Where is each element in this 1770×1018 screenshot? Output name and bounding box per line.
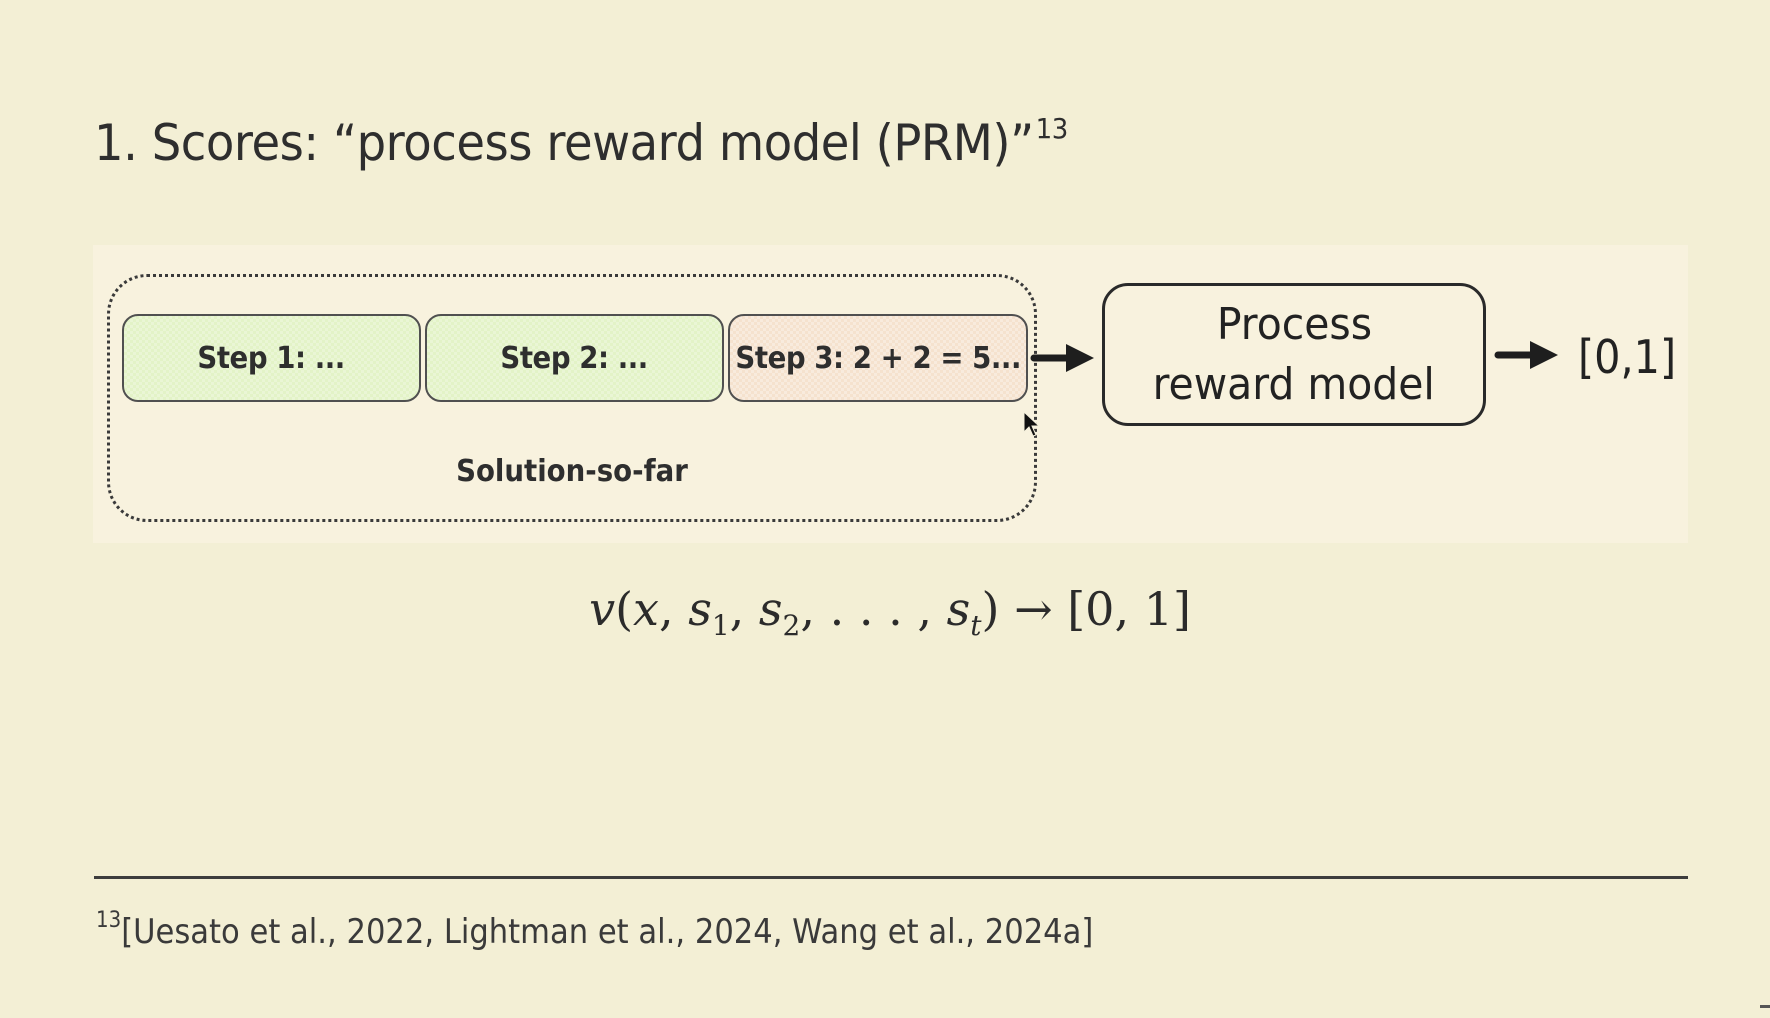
footnote-ref: 13 xyxy=(96,908,122,933)
solution-so-far-group xyxy=(107,274,1037,522)
formula-sub1: 1 xyxy=(711,609,730,643)
prm-formula: v(x, s1, s2, . . . , st) → [0, 1] xyxy=(589,582,1191,643)
formula-subt: t xyxy=(970,609,982,643)
slide-title-text: 1. Scores: “process reward model (PRM)” xyxy=(94,114,1034,172)
formula-st: s xyxy=(946,582,971,636)
process-reward-model-box: Process reward model xyxy=(1102,283,1486,426)
formula-range: [0, 1] xyxy=(1067,582,1191,636)
step-3-box: Step 3: 2 + 2 = 5... xyxy=(728,314,1028,402)
formula-s2: s xyxy=(758,582,783,636)
formula-x: x xyxy=(633,582,659,636)
step-3-label: Step 3: 2 + 2 = 5... xyxy=(735,340,1021,376)
formula-sub2: 2 xyxy=(782,609,801,643)
footnote-text: [Uesato et al., 2022, Lightman et al., 2… xyxy=(121,912,1094,952)
formula-ellipsis: . . . xyxy=(829,582,903,636)
prm-label-line1: Process xyxy=(1216,298,1372,350)
footnote-divider xyxy=(94,876,1688,879)
footnote: 13[Uesato et al., 2022, Lightman et al.,… xyxy=(96,908,1093,952)
step-2-box: Step 2: ... xyxy=(425,314,724,402)
title-footnote-ref: 13 xyxy=(1035,112,1069,145)
formula-fn: v xyxy=(589,582,616,636)
formula-close: ) xyxy=(981,582,1000,636)
right-arrow-icon xyxy=(1030,344,1094,372)
solution-so-far-label: Solution-so-far xyxy=(107,454,1037,489)
mouse-cursor-icon xyxy=(1023,410,1041,437)
step-1-box: Step 1: ... xyxy=(122,314,421,402)
formula-open: ( xyxy=(615,582,634,636)
prm-label-line2: reward model xyxy=(1152,358,1436,410)
formula-arrow: → xyxy=(1014,582,1053,636)
formula-s1: s xyxy=(688,582,712,636)
step-2-label: Step 2: ... xyxy=(500,340,649,376)
solution-so-far-text: Solution-so-far xyxy=(456,454,688,489)
right-arrow-icon xyxy=(1494,341,1558,369)
corner-mark xyxy=(1760,1005,1770,1008)
step-1-label: Step 1: ... xyxy=(197,340,346,376)
slide-title: 1. Scores: “process reward model (PRM)”1… xyxy=(94,112,1068,172)
output-range: [0,1] xyxy=(1578,330,1677,384)
